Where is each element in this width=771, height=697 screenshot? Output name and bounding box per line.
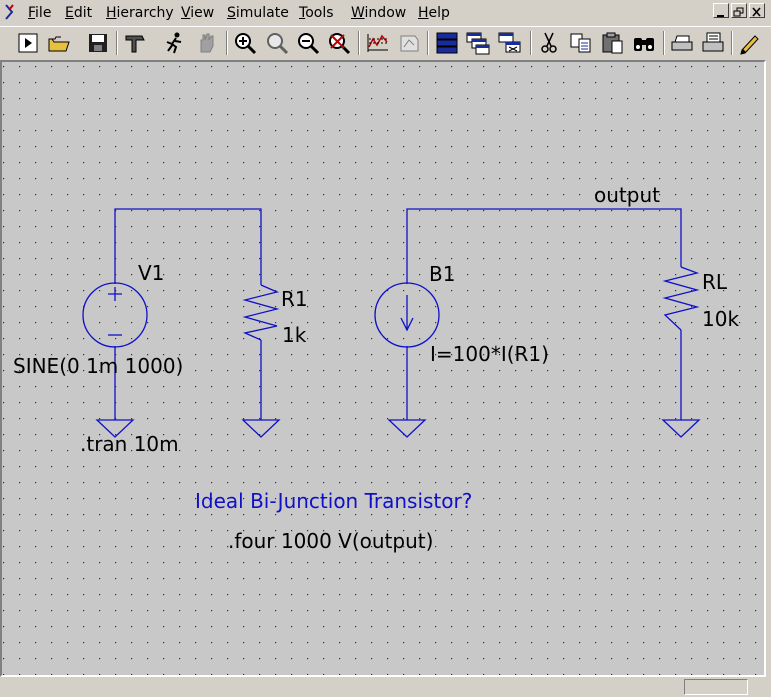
- save-icon[interactable]: [85, 30, 111, 56]
- v1-value-label[interactable]: SINE(0 1m 1000): [13, 354, 183, 378]
- schematic-canvas[interactable]: output V1 SINE(0 1m 1000) R1 1k B1 I=100…: [0, 60, 766, 677]
- run-icon[interactable]: [15, 30, 41, 56]
- autorange-icon[interactable]: [365, 30, 391, 56]
- zoom-out-icon[interactable]: [295, 30, 321, 56]
- restore-button[interactable]: [731, 3, 747, 18]
- b1-value-label[interactable]: I=100*I(R1): [430, 342, 549, 366]
- menu-window[interactable]: Window: [351, 5, 407, 21]
- zoom-in-icon[interactable]: [232, 30, 258, 56]
- grid-dots: [2, 62, 764, 675]
- menu-simulate[interactable]: Simulate: [227, 5, 289, 21]
- r1-name-label[interactable]: R1: [281, 287, 308, 311]
- paste-icon[interactable]: [599, 30, 625, 56]
- wire-v1-top: [114, 208, 262, 285]
- wire-output-net: [406, 208, 682, 284]
- b1-name-label[interactable]: B1: [429, 262, 455, 286]
- comment-text[interactable]: Ideal Bi-Junction Transistor?: [195, 489, 472, 513]
- ground-r1[interactable]: [241, 419, 281, 438]
- pencil-icon[interactable]: [738, 30, 764, 56]
- menu-help[interactable]: Help: [418, 5, 450, 21]
- menu-view[interactable]: View: [181, 5, 215, 21]
- print-icon[interactable]: [700, 30, 726, 56]
- run-simulation-icon[interactable]: [161, 30, 187, 56]
- print-setup-icon[interactable]: [669, 30, 695, 56]
- toolbar-separator: [427, 31, 429, 55]
- restore-icon: [733, 7, 744, 17]
- menu-tools[interactable]: Tools: [299, 5, 334, 21]
- plot-settings-icon[interactable]: [396, 30, 422, 56]
- tran-directive[interactable]: .tran 10m: [80, 432, 179, 456]
- control-panel-icon[interactable]: [122, 30, 148, 56]
- minimize-button[interactable]: [713, 3, 729, 18]
- close-all-icon[interactable]: [497, 30, 523, 56]
- menu-file[interactable]: File: [28, 5, 52, 21]
- open-icon[interactable]: [46, 30, 72, 56]
- toolbar: [0, 26, 771, 60]
- toolbar-separator: [731, 31, 733, 55]
- net-label-output[interactable]: output: [594, 183, 660, 207]
- zoom-pan-icon[interactable]: [264, 30, 290, 56]
- toolbar-separator: [530, 31, 532, 55]
- wires[interactable]: [114, 208, 682, 420]
- close-icon: [752, 7, 761, 17]
- resistor-rl[interactable]: [662, 266, 700, 331]
- zoom-fit-icon[interactable]: [326, 30, 352, 56]
- copy-icon[interactable]: [568, 30, 594, 56]
- ltspice-app-icon[interactable]: [3, 3, 19, 21]
- toolbar-separator: [358, 31, 360, 55]
- minimize-icon: [717, 15, 724, 17]
- cut-icon[interactable]: [536, 30, 562, 56]
- halt-icon[interactable]: [193, 30, 219, 56]
- close-window-button[interactable]: [749, 3, 765, 18]
- voltage-source-v1[interactable]: [82, 282, 148, 348]
- v1-name-label[interactable]: V1: [138, 261, 164, 285]
- toolbar-separator: [663, 31, 665, 55]
- current-source-b1[interactable]: [374, 282, 440, 348]
- status-panel: [684, 679, 748, 695]
- toolbar-separator: [116, 31, 118, 55]
- ground-v1[interactable]: [95, 419, 135, 438]
- resistor-r1[interactable]: [242, 284, 280, 341]
- tile-vertical-icon[interactable]: [434, 30, 460, 56]
- ground-symbols: [95, 419, 701, 438]
- four-directive[interactable]: .four 1000 V(output): [228, 529, 433, 553]
- rl-value-label[interactable]: 10k: [702, 307, 739, 331]
- ground-b1[interactable]: [387, 419, 427, 438]
- toolbar-separator: [226, 31, 228, 55]
- cascade-icon[interactable]: [465, 30, 491, 56]
- schematic-drawing[interactable]: output V1 SINE(0 1m 1000) R1 1k B1 I=100…: [2, 62, 764, 675]
- find-icon[interactable]: [631, 30, 657, 56]
- menu-edit[interactable]: Edit: [65, 5, 93, 21]
- menu-bar: File Edit Hierarchy View Simulate Tools …: [0, 0, 771, 26]
- menu-hierarchy[interactable]: Hierarchy: [106, 5, 174, 21]
- ground-rl[interactable]: [661, 419, 701, 438]
- rl-name-label[interactable]: RL: [702, 270, 728, 294]
- r1-value-label[interactable]: 1k: [282, 323, 307, 347]
- status-bar: [0, 677, 771, 697]
